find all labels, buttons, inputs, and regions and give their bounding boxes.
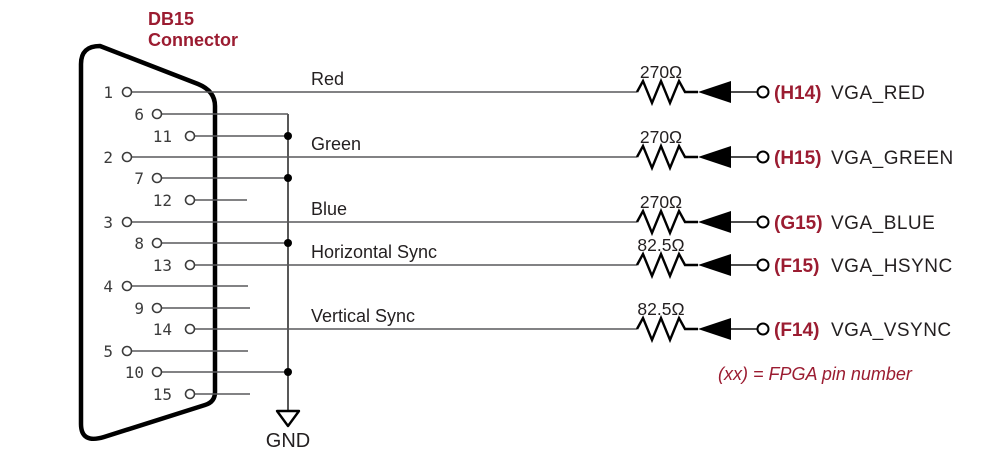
- pin-number-5: 5: [103, 342, 113, 361]
- signal-direction-arrow-icon: [698, 211, 731, 233]
- pin-15-circle: [184, 388, 196, 400]
- pin-1-circle: [121, 86, 133, 98]
- signal-label: Blue: [311, 199, 347, 219]
- pin-2-circle: [121, 151, 133, 163]
- db15-connector-outline: [78, 43, 218, 442]
- pin-number-8: 8: [134, 234, 144, 253]
- junction-dot: [284, 239, 292, 247]
- resistor-symbol: [635, 207, 698, 237]
- signal-row-green: Green 270Ω (H15) VGA_GREEN: [311, 127, 954, 172]
- signal-direction-arrow-icon: [698, 254, 731, 276]
- resistor-symbol: [635, 77, 698, 107]
- resistor-value: 270Ω: [640, 192, 682, 212]
- terminal-circle: [756, 215, 770, 229]
- net-name: VGA_BLUE: [831, 213, 935, 234]
- pin-6-circle: [151, 108, 163, 120]
- pin-number-14: 14: [153, 320, 172, 339]
- pin-number-13: 13: [153, 256, 172, 275]
- resistor-value: 270Ω: [640, 62, 682, 82]
- junction-dot: [284, 132, 292, 140]
- fpga-pin-label: (F15): [774, 256, 819, 277]
- pin-4-circle: [121, 280, 133, 292]
- ground-symbol-icon: [275, 409, 301, 428]
- resistor-value: 270Ω: [640, 127, 682, 147]
- resistor-symbol: [635, 250, 698, 280]
- pin-number-1: 1: [103, 83, 113, 102]
- pin-14-circle: [184, 323, 196, 335]
- fpga-pin-label: (H15): [774, 148, 822, 169]
- resistor-value: 82.5Ω: [637, 235, 684, 255]
- pin-13-circle: [184, 259, 196, 271]
- net-name: VGA_GREEN: [831, 148, 954, 169]
- junction-dot: [284, 174, 292, 182]
- signal-direction-arrow-icon: [698, 146, 731, 168]
- resistor-symbol: [635, 142, 698, 172]
- pin-number-12: 12: [153, 191, 172, 210]
- fpga-pin-label: (F14): [774, 320, 819, 341]
- pin-number-7: 7: [134, 169, 144, 188]
- net-name: VGA_HSYNC: [831, 256, 953, 277]
- fpga-pin-label: (H14): [774, 83, 822, 104]
- signal-label: Vertical Sync: [311, 306, 415, 326]
- terminal-circle: [756, 322, 770, 336]
- terminal-circle: [756, 85, 770, 99]
- pin-number-2: 2: [103, 148, 113, 167]
- signal-row-blue: Blue 270Ω (G15) VGA_BLUE: [311, 192, 935, 237]
- signal-row-red: Red 270Ω (H14) VGA_RED: [311, 62, 925, 107]
- net-name: VGA_RED: [831, 83, 925, 104]
- signal-direction-arrow-icon: [698, 81, 731, 103]
- pin-number-11: 11: [153, 127, 172, 146]
- pin-number-4: 4: [103, 277, 113, 296]
- signal-row-hsync: Horizontal Sync 82.5Ω (F15) VGA_HSYNC: [311, 235, 953, 280]
- pin-8-circle: [151, 237, 163, 249]
- signal-label: Red: [311, 69, 344, 89]
- pin-12-circle: [184, 194, 196, 206]
- ground-label: GND: [266, 430, 310, 452]
- pin-10-circle: [151, 366, 163, 378]
- pin-number-15: 15: [153, 385, 172, 404]
- junction-dot: [284, 368, 292, 376]
- resistor-value: 82.5Ω: [637, 299, 684, 319]
- pin-7-circle: [151, 172, 163, 184]
- resistor-symbol: [635, 314, 698, 344]
- pin-5-circle: [121, 345, 133, 357]
- fpga-pin-note: (xx) = FPGA pin number: [718, 364, 913, 384]
- terminal-circle: [756, 150, 770, 164]
- signal-row-vsync: Vertical Sync 82.5Ω (F14) VGA_VSYNC: [311, 299, 952, 344]
- signal-label: Horizontal Sync: [311, 242, 437, 262]
- connector-title-line2: Connector: [148, 30, 238, 50]
- fpga-pin-label: (G15): [774, 213, 823, 234]
- net-name: VGA_VSYNC: [831, 320, 952, 341]
- pin-11-circle: [184, 130, 196, 142]
- terminal-circle: [756, 258, 770, 272]
- signal-direction-arrow-icon: [698, 318, 731, 340]
- pin-number-3: 3: [103, 213, 113, 232]
- pin-9-circle: [151, 302, 163, 314]
- pin-3-circle: [121, 216, 133, 228]
- connector-title-line1: DB15: [148, 9, 194, 29]
- signal-label: Green: [311, 134, 361, 154]
- pin-number-6: 6: [134, 105, 144, 124]
- pin-number-10: 10: [125, 363, 144, 382]
- pin-number-9: 9: [134, 299, 144, 318]
